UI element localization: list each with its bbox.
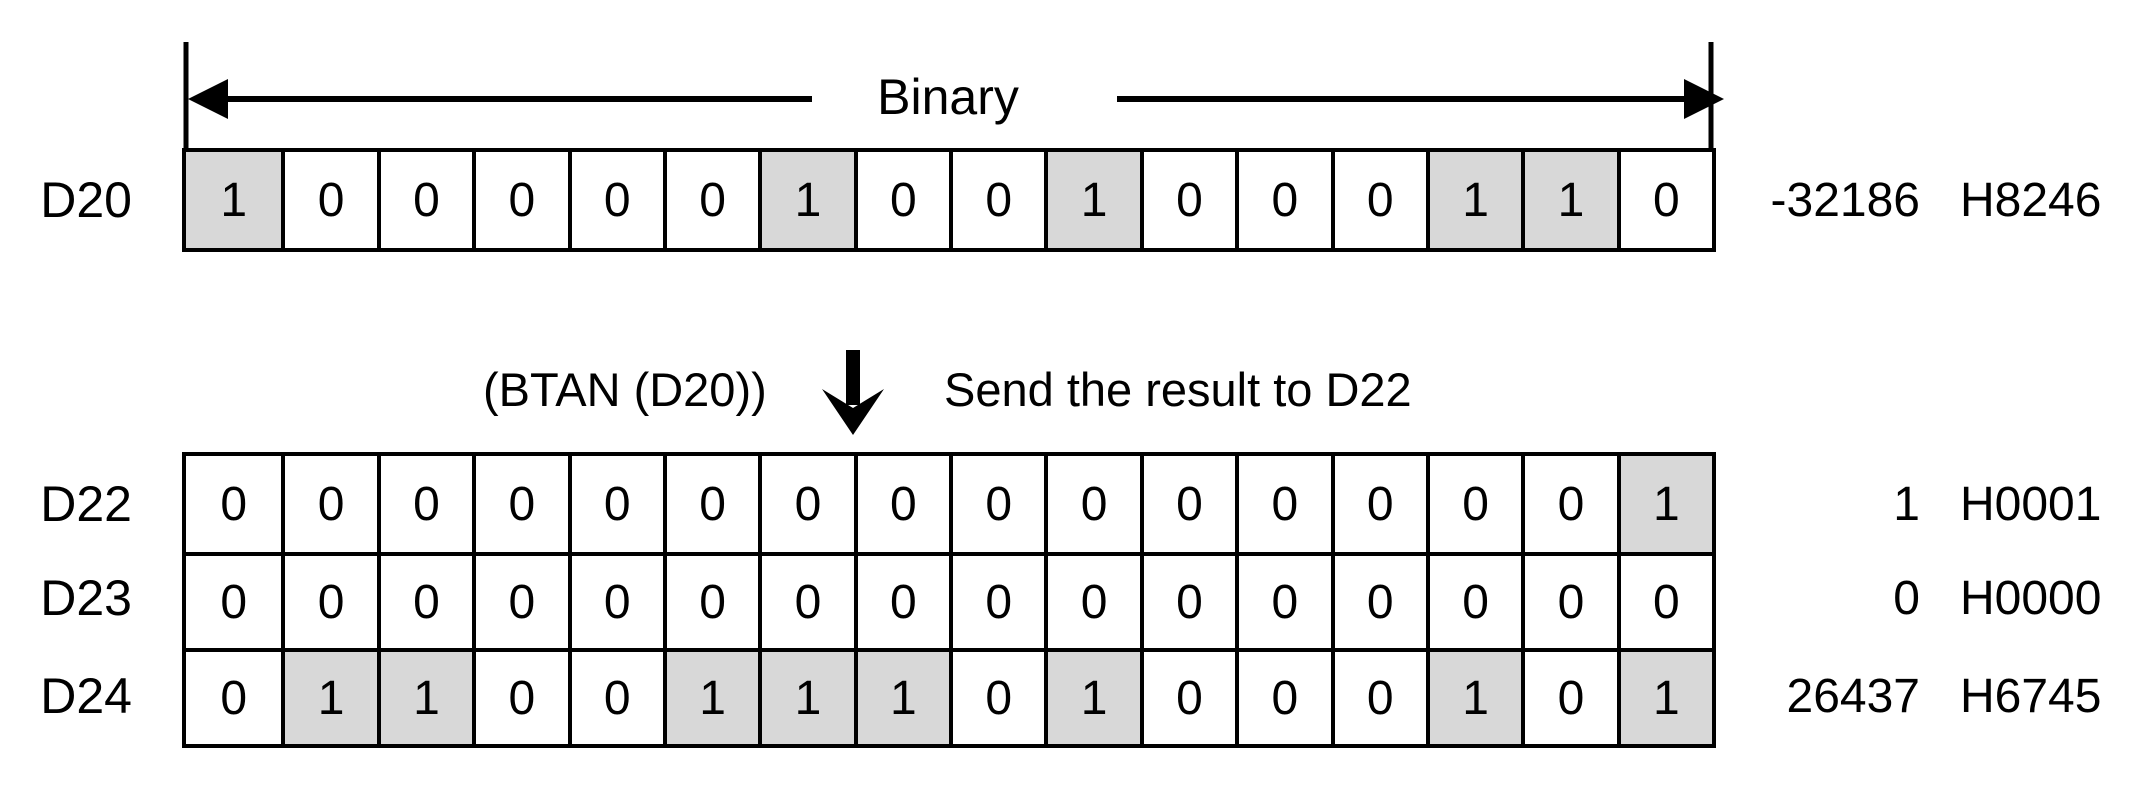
bit-cell: 1	[1521, 152, 1617, 248]
bit-cell: 0	[853, 556, 949, 648]
register-label-d22: D22	[40, 476, 132, 532]
bit-cell: 0	[186, 556, 282, 648]
bit-cell: 0	[1139, 652, 1236, 744]
bit-cell: 0	[1044, 456, 1140, 552]
bit-cell: 0	[1044, 556, 1140, 648]
register-label-d24: D24	[40, 668, 132, 724]
bit-cell: 0	[567, 652, 663, 744]
bit-cell: 0	[1235, 556, 1331, 648]
bit-cell: 0	[1235, 152, 1331, 248]
hex-value-d20: H8246	[1960, 173, 2102, 227]
bit-cell: 0	[376, 556, 473, 648]
bit-cell: 0	[949, 556, 1045, 648]
bit-cell: 0	[1139, 456, 1236, 552]
bit-cell: 0	[949, 152, 1045, 248]
bit-cell: 0	[1521, 456, 1617, 552]
bit-cell: 0	[758, 456, 854, 552]
bit-cell: 0	[186, 456, 282, 552]
bit-cell: 0	[472, 556, 568, 648]
register-label-d23: D23	[40, 570, 132, 626]
decimal-value-d24: 26437	[1786, 669, 1920, 723]
bit-cell: 0	[853, 152, 949, 248]
bit-cell: 0	[662, 556, 759, 648]
bit-cell: 0	[281, 556, 377, 648]
bit-cell: 0	[376, 152, 473, 248]
bit-cell: 0	[281, 456, 377, 552]
bit-cell: 0	[662, 456, 759, 552]
bit-cell: 1	[376, 652, 473, 744]
bit-cell: 0	[758, 556, 854, 648]
bit-cell: 1	[1425, 152, 1522, 248]
bit-cell: 0	[662, 152, 759, 248]
bit-cell: 0	[949, 652, 1045, 744]
bit-cell: 0	[1330, 652, 1426, 744]
bit-cell: 0	[376, 456, 473, 552]
bit-cell: 1	[281, 652, 377, 744]
bit-cell: 0	[472, 652, 568, 744]
bit-cell: 0	[1521, 556, 1617, 648]
bit-cell: 0	[567, 152, 663, 248]
left-arrow-icon	[188, 79, 812, 119]
bit-cell: 0	[472, 152, 568, 248]
bit-cell: 0	[1616, 152, 1712, 248]
bit-cell: 0	[186, 652, 282, 744]
bit-cell: 0	[1521, 652, 1617, 744]
bit-cell: 1	[1044, 152, 1140, 248]
decimal-value-d20: -32186	[1770, 173, 1920, 227]
bit-cell: 0	[567, 556, 663, 648]
bit-cell: 1	[853, 652, 949, 744]
binary-range-arrows	[183, 42, 1724, 152]
bit-cell: 0	[472, 456, 568, 552]
bit-cell: 0	[853, 456, 949, 552]
bit-cell: 0	[1425, 556, 1522, 648]
bit-cell: 0	[1330, 152, 1426, 248]
bit-cell: 0	[281, 152, 377, 248]
bit-cell: 1	[1044, 652, 1140, 744]
hex-value-d22: H0001	[1960, 477, 2102, 531]
bit-cell: 0	[1330, 456, 1426, 552]
bit-cell: 1	[1425, 652, 1522, 744]
bit-cell: 1	[662, 652, 759, 744]
bit-cell: 0	[949, 456, 1045, 552]
bit-cell: 0	[1616, 556, 1712, 648]
bit-cell: 0	[1425, 456, 1522, 552]
bit-cell: 0	[1139, 556, 1236, 648]
bit-cell: 1	[758, 152, 854, 248]
bit-cell: 1	[758, 652, 854, 744]
bit-cell: 0	[1330, 556, 1426, 648]
binary-range-label: Binary	[877, 69, 1019, 125]
bit-cell: 0	[1235, 652, 1331, 744]
bit-cell: 0	[1139, 152, 1236, 248]
decimal-value-d23: 0	[1893, 571, 1920, 625]
result-caption: Send the result to D22	[944, 362, 1412, 416]
operation-label: (BTAN (D20))	[483, 362, 767, 416]
bit-cell: 1	[1616, 456, 1712, 552]
decimal-value-d22: 1	[1893, 477, 1920, 531]
bit-cell: 0	[567, 456, 663, 552]
bit-cell: 1	[186, 152, 282, 248]
bit-cell: 1	[1616, 652, 1712, 744]
bit-cell: 0	[1235, 456, 1331, 552]
register-label-d20: D20	[40, 172, 132, 228]
right-arrow-icon	[1117, 79, 1724, 119]
hex-value-d24: H6745	[1960, 669, 2102, 723]
down-arrow-icon	[822, 350, 884, 435]
hex-value-d23: H0000	[1960, 571, 2102, 625]
